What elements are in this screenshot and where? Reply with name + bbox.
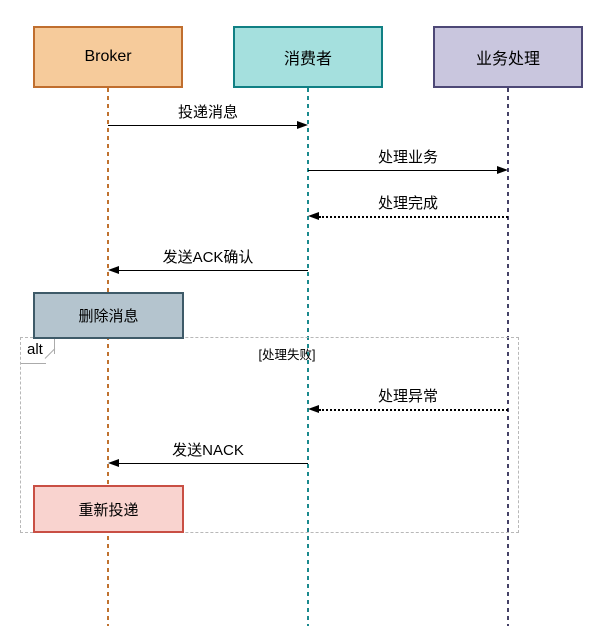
alt-operator-tab: alt [21, 338, 56, 364]
message-line [108, 125, 297, 126]
actor-business: 业务处理 [433, 26, 583, 88]
arrowhead-left-icon [108, 459, 119, 467]
arrowhead-left-icon [308, 405, 319, 413]
lifeline-consumer [307, 88, 309, 626]
arrowhead-left-icon [108, 266, 119, 274]
message-line [119, 270, 308, 271]
lifeline-business [507, 88, 509, 626]
actor-label: 消费者 [283, 51, 332, 68]
note-redeliver: 重新投递 [33, 485, 184, 533]
alt-operator-label: alt [27, 341, 43, 358]
actor-consumer: 消费者 [233, 26, 383, 88]
alt-tab-edge [21, 363, 46, 364]
note-label: 重新投递 [78, 501, 139, 519]
message-label-process: 处理业务 [377, 149, 439, 166]
actor-broker: Broker [33, 26, 183, 88]
arrowhead-left-icon [308, 212, 319, 220]
actor-label: 业务处理 [475, 51, 540, 68]
message-label-done: 处理完成 [377, 195, 439, 212]
alt-tab-edge [54, 338, 55, 354]
message-label-ack: 发送ACK确认 [162, 249, 254, 266]
message-label-nack: 发送NACK [172, 442, 244, 459]
alt-fragment-frame: alt [处理失败] [20, 337, 519, 533]
alt-guard-label: [处理失败] [258, 348, 316, 362]
message-line [119, 463, 308, 464]
message-line [319, 409, 508, 411]
arrowhead-right-icon [297, 121, 308, 129]
lifeline-broker [107, 88, 109, 626]
note-label: 删除消息 [78, 308, 139, 325]
actor-label: Broker [84, 48, 132, 65]
message-line [319, 216, 508, 218]
note-delete-message: 删除消息 [33, 292, 184, 339]
arrowhead-right-icon [497, 166, 508, 174]
message-label-error: 处理异常 [377, 388, 439, 405]
message-line [308, 170, 497, 171]
message-label-deliver: 投递消息 [177, 104, 239, 121]
